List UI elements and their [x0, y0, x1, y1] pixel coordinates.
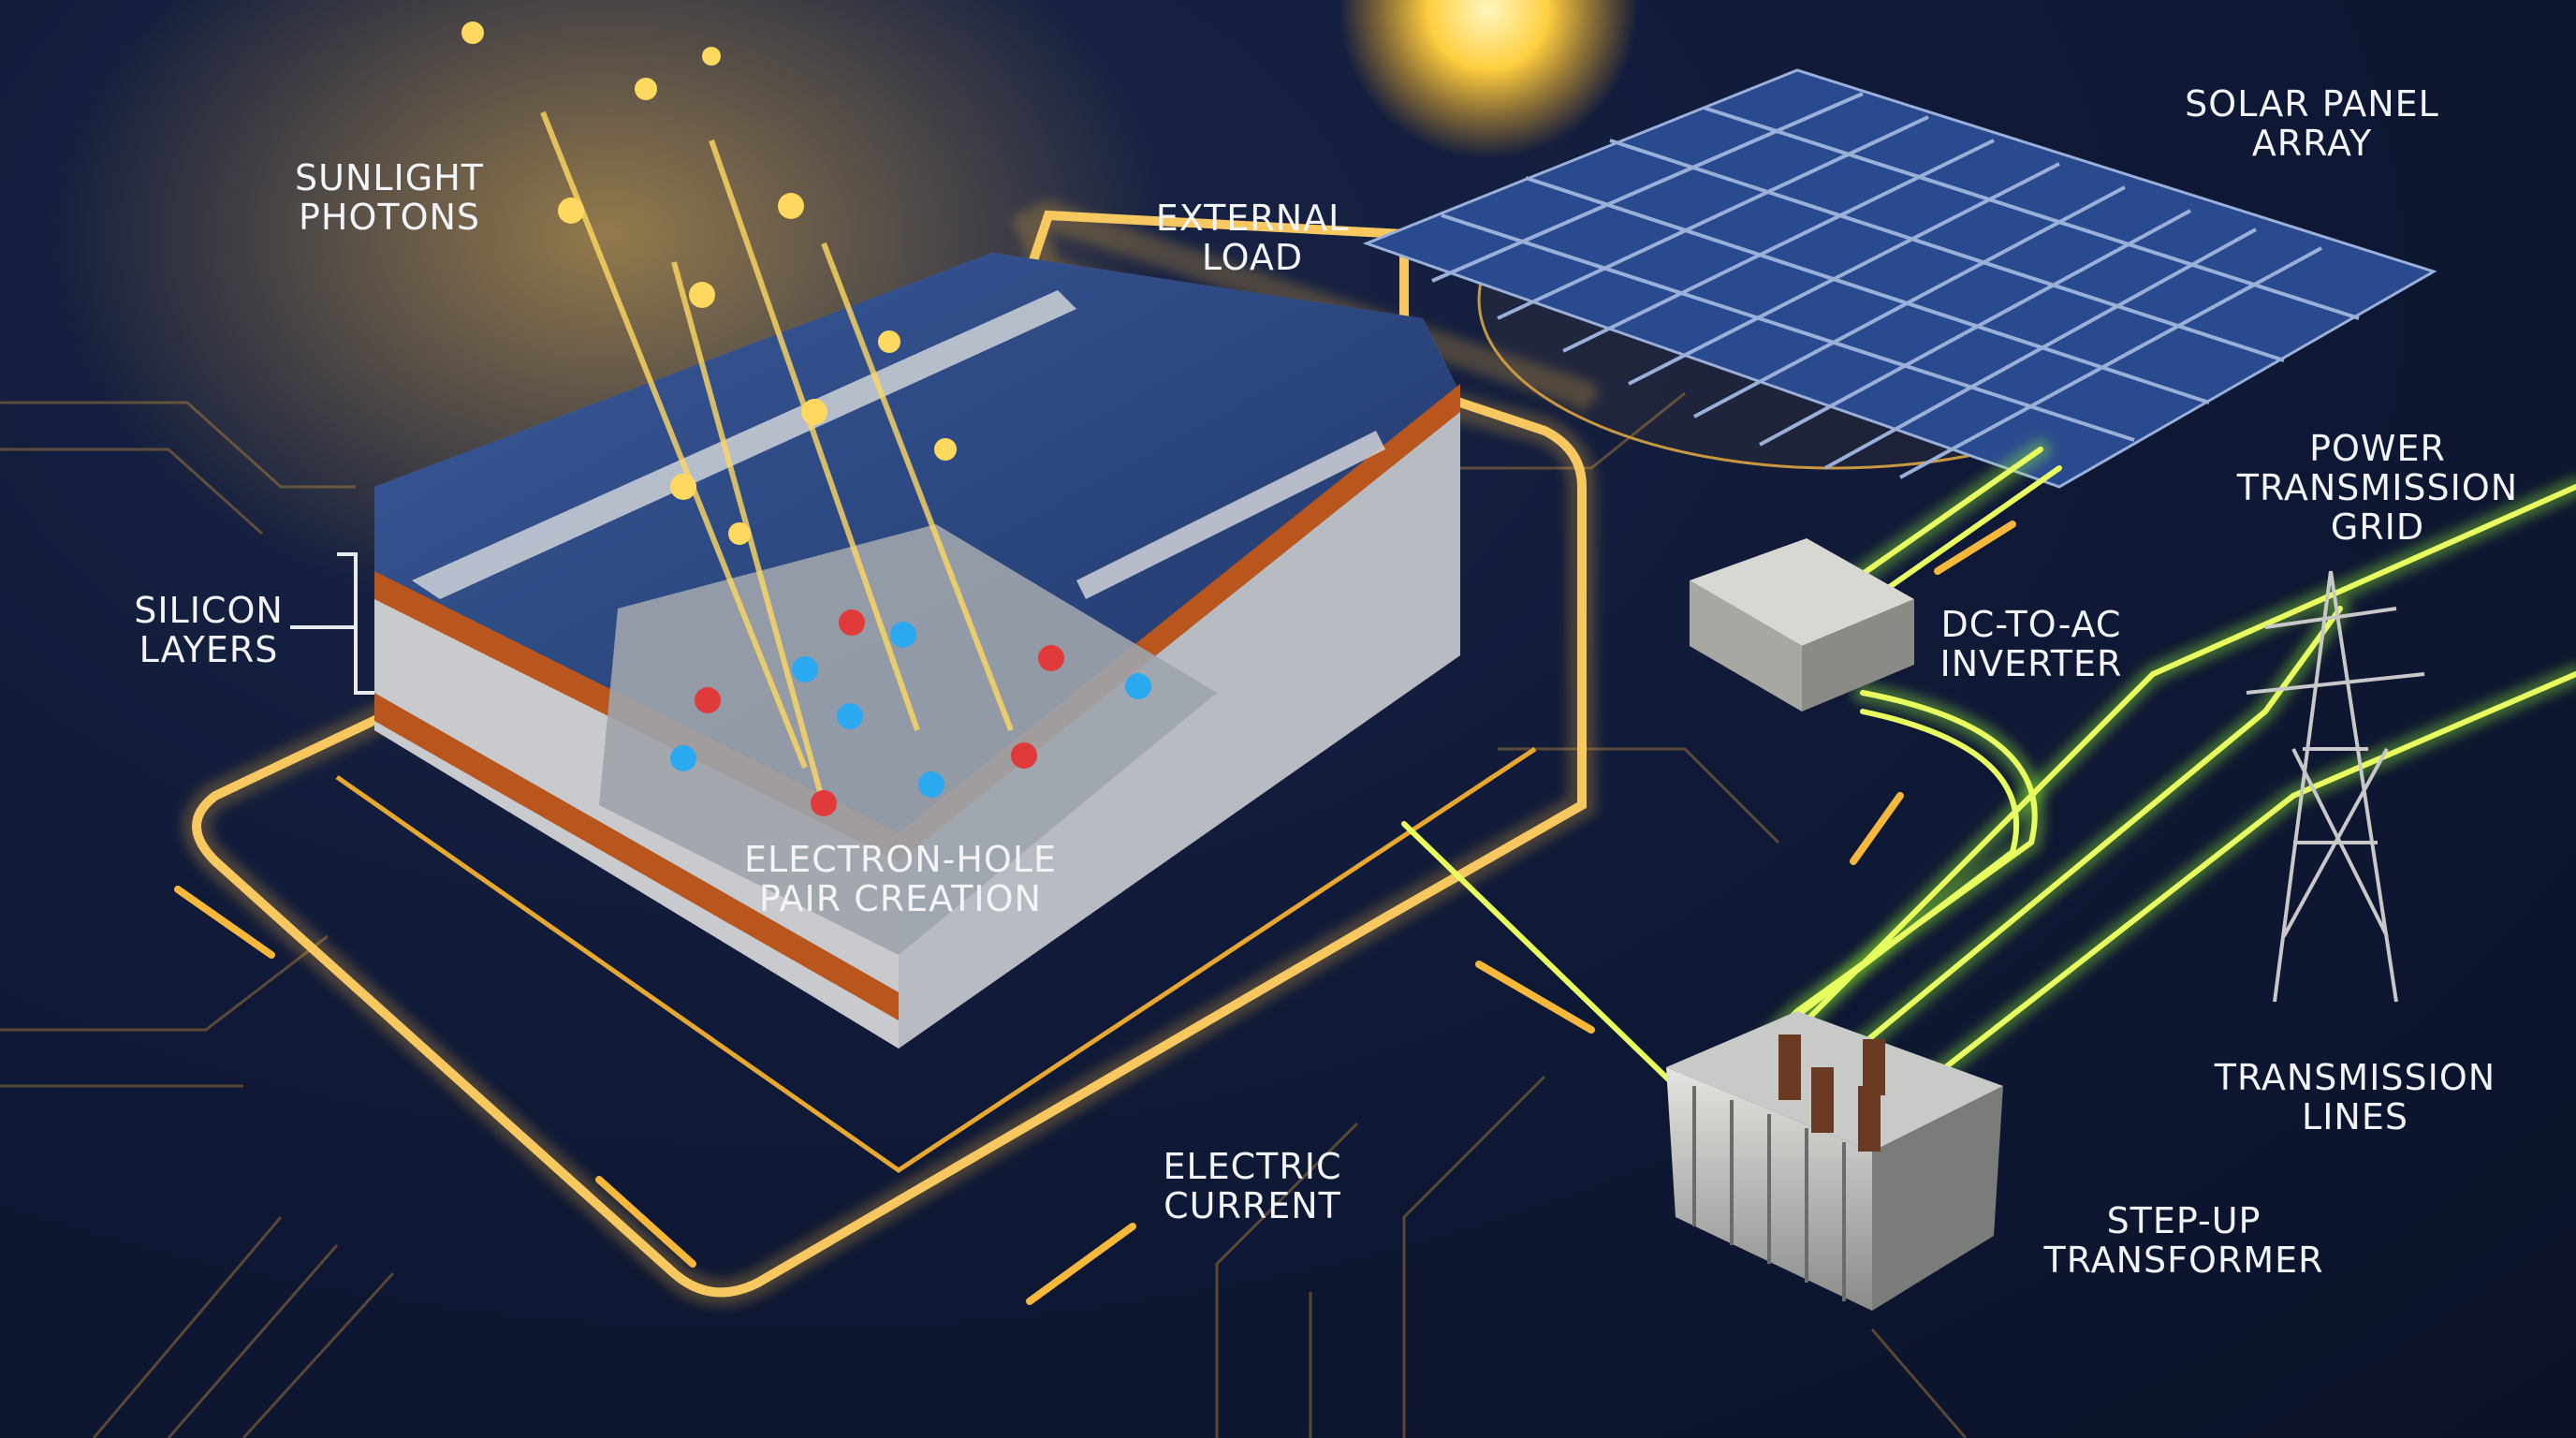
- label-line: LAYERS: [139, 629, 279, 670]
- label-line: LOAD: [1201, 237, 1304, 278]
- electron: [890, 622, 916, 648]
- label-line: ELECTRIC: [1163, 1146, 1342, 1187]
- label-line: PHOTONS: [298, 197, 481, 238]
- label-line: SOLAR PANEL: [2185, 83, 2439, 125]
- label-line: GRID: [2330, 506, 2425, 548]
- electron: [792, 656, 818, 682]
- hole: [811, 790, 837, 816]
- inverter-box: [1690, 538, 1914, 712]
- charge-carriers: [670, 609, 1151, 816]
- solar-panel-array: [1362, 68, 2437, 489]
- label-line: PAIR CREATION: [759, 878, 1042, 919]
- power-lines: [1401, 439, 2576, 1106]
- sun-icon: [1339, 0, 1638, 159]
- label-line: TRANSMISSION: [2214, 1057, 2496, 1098]
- label-line: CURRENT: [1164, 1185, 1341, 1226]
- electron: [1125, 673, 1151, 699]
- label-line: TRANSFORMER: [2043, 1240, 2324, 1281]
- label-line: INVERTER: [1939, 643, 2123, 684]
- label-line: DC-TO-AC: [1940, 604, 2122, 645]
- electron: [918, 771, 944, 798]
- label-line: ELECTRON-HOLE: [743, 839, 1058, 880]
- label-line: SUNLIGHT: [295, 157, 484, 198]
- hole: [839, 609, 865, 636]
- hole: [1038, 645, 1064, 671]
- step-up-transformer: [1666, 1011, 2003, 1311]
- hole: [695, 687, 721, 713]
- transmission-tower-icon: [2246, 570, 2425, 1003]
- photon-particles: [461, 22, 957, 545]
- silicon-layers-bracket: [290, 552, 374, 695]
- label-line: LINES: [2302, 1096, 2408, 1137]
- electron: [837, 703, 863, 729]
- label-line: ARRAY: [2251, 123, 2373, 164]
- electric-current-loop: [183, 199, 1602, 1307]
- circuit-traces: [0, 391, 1968, 1438]
- label-line: STEP-UP: [2106, 1200, 2261, 1241]
- silicon-layer-p: [374, 693, 899, 1020]
- solar-cell-cross-section: [374, 253, 1460, 1049]
- hole: [1011, 742, 1037, 769]
- label-line: SILICON: [134, 590, 284, 631]
- label-line: TRANSMISSION: [2236, 467, 2519, 508]
- label-line: POWER: [2309, 428, 2446, 469]
- label-line: EXTERNAL: [1155, 198, 1350, 239]
- electron: [670, 745, 696, 771]
